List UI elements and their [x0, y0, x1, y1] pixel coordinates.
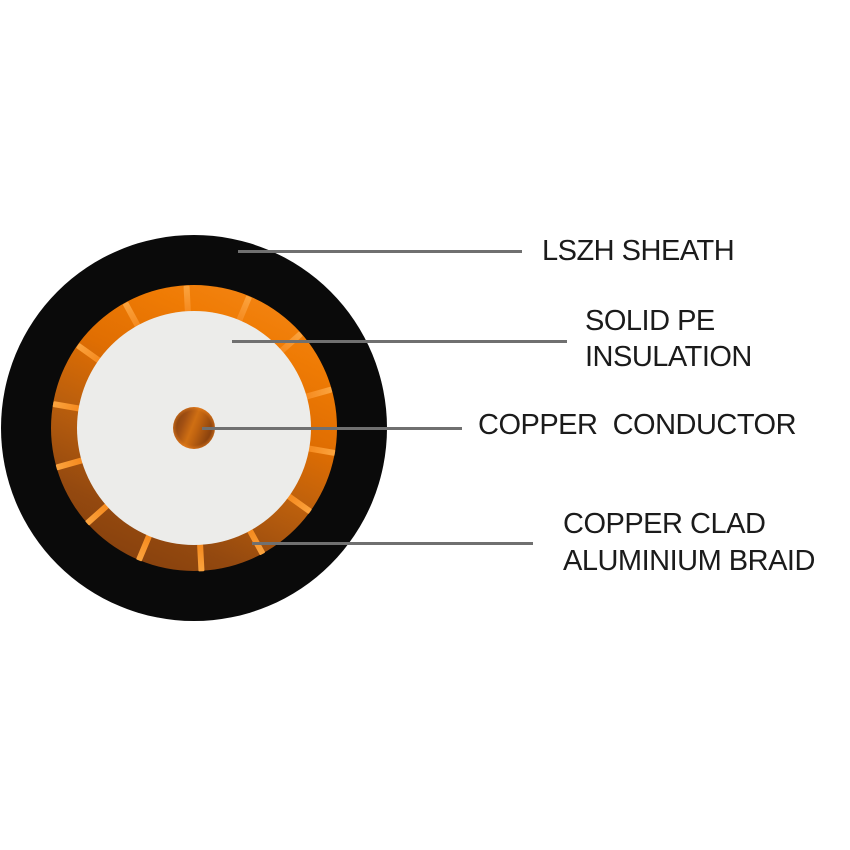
- braid-segment-line: [183, 285, 191, 313]
- label-solid-pe-insulation: SOLID PE INSULATION: [585, 305, 752, 373]
- braid-segment-line: [52, 400, 81, 412]
- label-lszh-sheath: LSZH SHEATH: [542, 235, 735, 267]
- braid-segment-line: [136, 533, 152, 562]
- braid-segment-line: [85, 502, 110, 526]
- braid-segment-line: [304, 386, 333, 400]
- braid-segment-line: [286, 493, 313, 514]
- leader-line-braid: [252, 542, 533, 545]
- braid-segment-line: [55, 456, 84, 470]
- leader-line-sheath: [238, 250, 522, 253]
- label-copper-clad-aluminium-braid: COPPER CLAD ALUMINIUM BRAID: [563, 508, 815, 577]
- label-copper-conductor: COPPER CONDUCTOR: [478, 409, 797, 441]
- braid-segment-line: [197, 543, 205, 571]
- leader-line-insulation: [232, 340, 567, 343]
- braid-segment-line: [236, 294, 252, 323]
- braid-segment-line: [307, 444, 336, 456]
- leader-line-conductor: [202, 427, 462, 430]
